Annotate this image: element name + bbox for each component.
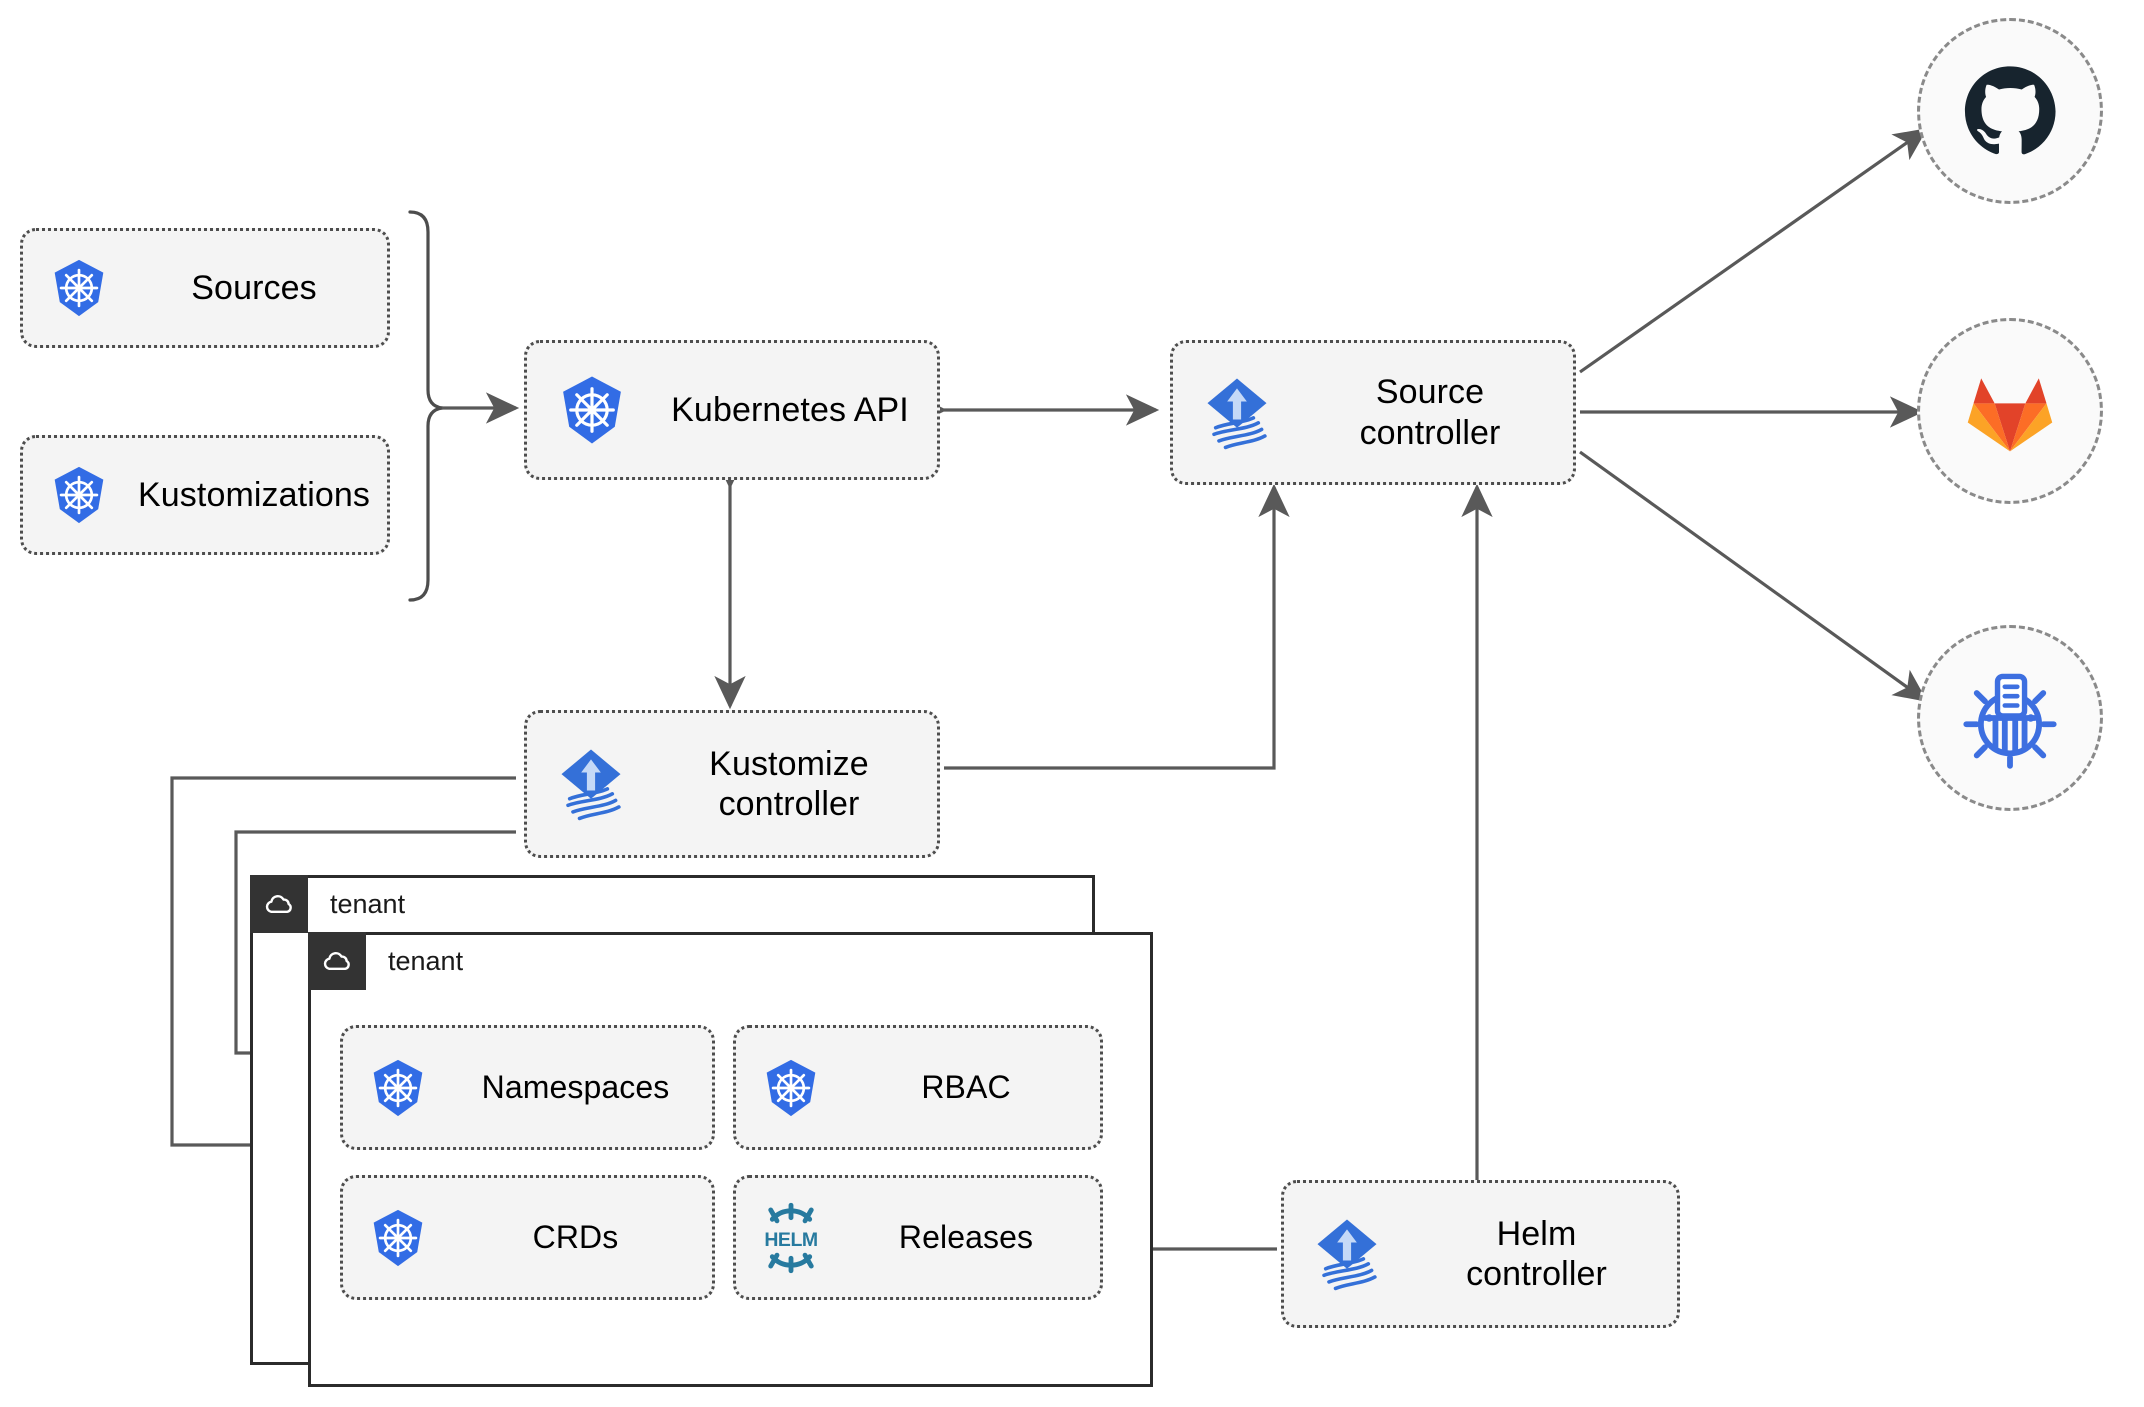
- source-github[interactable]: [1917, 18, 2103, 204]
- tenant-front-label: tenant: [388, 945, 464, 976]
- svg-text:HELM: HELM: [764, 1228, 817, 1250]
- helm-icon: HELM: [736, 1199, 846, 1277]
- node-namespaces-label: Namespaces: [481, 1068, 670, 1105]
- tenant-back-label: tenant: [330, 888, 406, 919]
- wire-kustomize-to-source: [944, 483, 1290, 770]
- wire-source-to-github: [1579, 128, 1928, 374]
- bucket-icon: [1963, 673, 2057, 769]
- tenant-front-header: tenant: [308, 932, 463, 990]
- kubernetes-icon: [736, 1056, 846, 1120]
- node-source-controller[interactable]: Source controller: [1170, 340, 1576, 485]
- flux-icon: [1284, 1213, 1410, 1295]
- flux-icon: [1173, 372, 1301, 454]
- node-kustomize-controller-label: Kustomize controller: [709, 744, 869, 823]
- node-crds-label: CRDs: [532, 1218, 619, 1255]
- node-rbac-label: RBAC: [921, 1068, 1011, 1105]
- node-source-controller-label: Source controller: [1359, 373, 1501, 452]
- kubernetes-icon: [23, 463, 135, 527]
- node-crds[interactable]: CRDs: [340, 1175, 715, 1300]
- node-kubernetes-api-label: Kubernetes API: [671, 390, 909, 429]
- node-releases-label: Releases: [898, 1218, 1034, 1255]
- kubernetes-icon: [527, 372, 657, 448]
- node-kustomizations[interactable]: Kustomizations: [20, 435, 390, 555]
- kubernetes-icon: [23, 256, 135, 320]
- cloud-icon: [250, 875, 308, 933]
- node-releases[interactable]: HELM Releases: [733, 1175, 1103, 1300]
- node-kustomize-controller[interactable]: Kustomize controller: [524, 710, 940, 858]
- node-helm-controller-label: Helm controller: [1466, 1214, 1607, 1293]
- node-helm-controller[interactable]: Helm controller: [1281, 1180, 1680, 1328]
- tenant-back-header: tenant: [250, 875, 405, 933]
- node-namespaces[interactable]: Namespaces: [340, 1025, 715, 1150]
- node-sources-label: Sources: [191, 268, 317, 307]
- flux-icon: [527, 743, 655, 825]
- source-bucket[interactable]: [1917, 625, 2103, 811]
- tenant-box-front[interactable]: tenant: [308, 932, 1153, 1387]
- cloud-icon: [308, 932, 366, 990]
- github-icon: [1964, 66, 2056, 155]
- node-rbac[interactable]: RBAC: [733, 1025, 1103, 1150]
- node-sources[interactable]: Sources: [20, 228, 390, 348]
- source-gitlab[interactable]: [1917, 318, 2103, 504]
- node-kubernetes-api[interactable]: Kubernetes API: [524, 340, 940, 480]
- node-kustomizations-label: Kustomizations: [138, 475, 370, 514]
- gitlab-icon: [1967, 378, 2053, 452]
- wire-source-to-bucket: [1579, 450, 1928, 702]
- kubernetes-icon: [343, 1206, 453, 1270]
- group-brace: [408, 210, 444, 602]
- kubernetes-icon: [343, 1056, 453, 1120]
